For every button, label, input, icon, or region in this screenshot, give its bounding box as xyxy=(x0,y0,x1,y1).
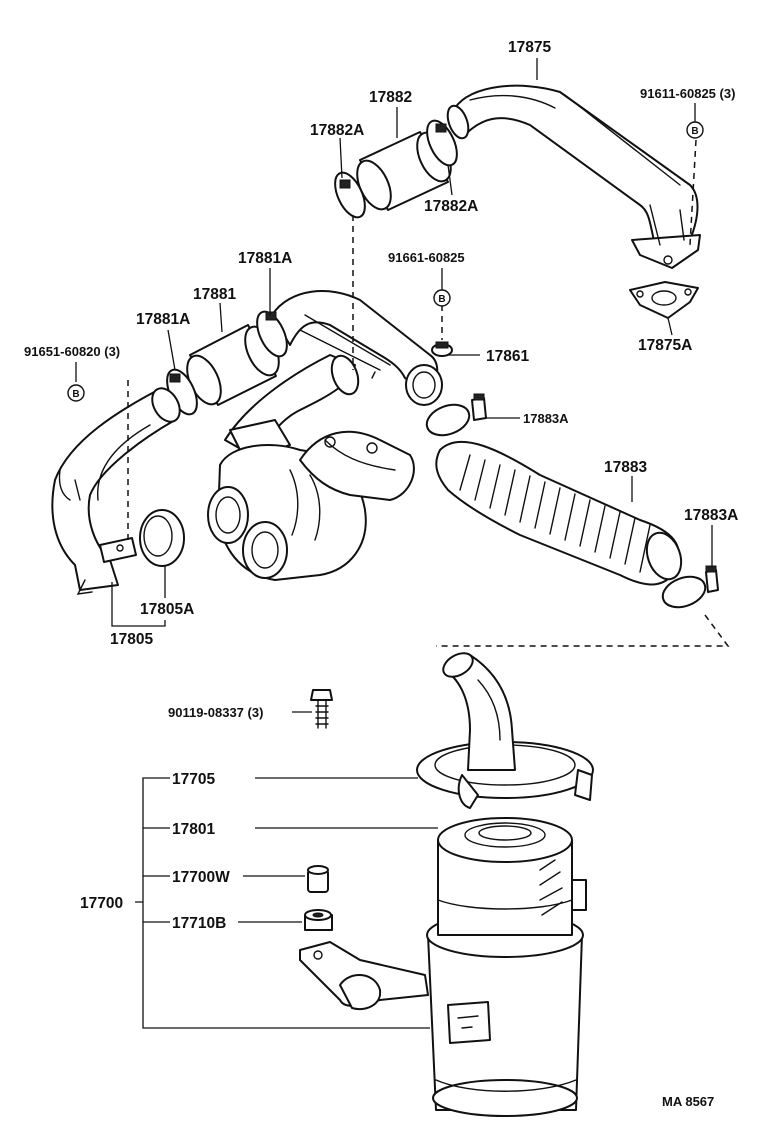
label-17881A-top: 17881A xyxy=(238,250,292,267)
leader-17875A xyxy=(667,317,673,336)
label-17882A-right: 17882A xyxy=(424,198,478,215)
dash-line-cleaner xyxy=(436,614,730,647)
label-17710B: 17710B xyxy=(172,915,226,932)
label-17861: 17861 xyxy=(486,348,529,365)
label-17883: 17883 xyxy=(604,459,647,476)
leader-17881A-left xyxy=(167,329,176,371)
marker-b-91661: B xyxy=(433,289,451,307)
bracket-17700 xyxy=(135,777,430,1029)
label-17700W: 17700W xyxy=(172,869,230,886)
label-17883A-right: 17883A xyxy=(684,507,738,524)
label-91651: 91651-60820 (3) xyxy=(24,344,120,359)
label-17881A-left: 17881A xyxy=(136,311,190,328)
label-17805A: 17805A xyxy=(140,601,194,618)
label-17700: 17700 xyxy=(80,895,123,912)
label-90119: 90119-08337 (3) xyxy=(168,705,263,720)
leader-17882A-right xyxy=(447,164,453,196)
marker-b-91611: B xyxy=(686,121,704,139)
label-17805: 17805 xyxy=(110,631,153,648)
elbow-pipe-17861 xyxy=(271,290,443,406)
marker-b-91651: B xyxy=(67,384,85,402)
gasket-17875A xyxy=(629,281,699,319)
label-17801: 17801 xyxy=(172,821,215,838)
svg-text:B: B xyxy=(72,389,79,400)
diagram-code: MA 8567 xyxy=(662,1094,714,1109)
turbocharger xyxy=(207,354,415,581)
svg-text:B: B xyxy=(438,294,445,305)
label-17881: 17881 xyxy=(193,286,236,303)
label-17705: 17705 xyxy=(172,771,215,788)
clamp-17881A-right xyxy=(256,310,288,358)
clamp-17883A-right xyxy=(661,565,719,609)
label-17882A-left: 17882A xyxy=(310,122,364,139)
clamp-17883A-top xyxy=(425,393,487,437)
clamp-17882A-right xyxy=(426,119,458,167)
leader-17805 xyxy=(111,582,166,627)
svg-text:B: B xyxy=(691,126,698,137)
ring-17805A xyxy=(139,509,185,567)
label-17882: 17882 xyxy=(369,89,412,106)
leader-17881 xyxy=(219,302,223,333)
clamp-17882A-left xyxy=(334,171,366,219)
label-91611: 91611-60825 (3) xyxy=(640,86,735,101)
label-17883A-top: 17883A xyxy=(523,411,569,426)
grommet-17710B xyxy=(304,909,333,931)
part-17700W xyxy=(307,865,329,893)
hose-17883 xyxy=(435,440,683,586)
bolt-91661 xyxy=(431,341,453,357)
label-91661: 91661-60825 xyxy=(388,250,465,265)
leader-17882A-left xyxy=(339,137,343,179)
label-17875: 17875 xyxy=(508,39,551,56)
pipe-17805 xyxy=(51,387,181,595)
pipe-17875 xyxy=(446,84,701,269)
label-17875A: 17875A xyxy=(638,337,692,354)
bolt-90119 xyxy=(310,689,333,729)
air-cleaner-assembly xyxy=(299,652,594,1117)
hose-17882 xyxy=(356,131,452,211)
